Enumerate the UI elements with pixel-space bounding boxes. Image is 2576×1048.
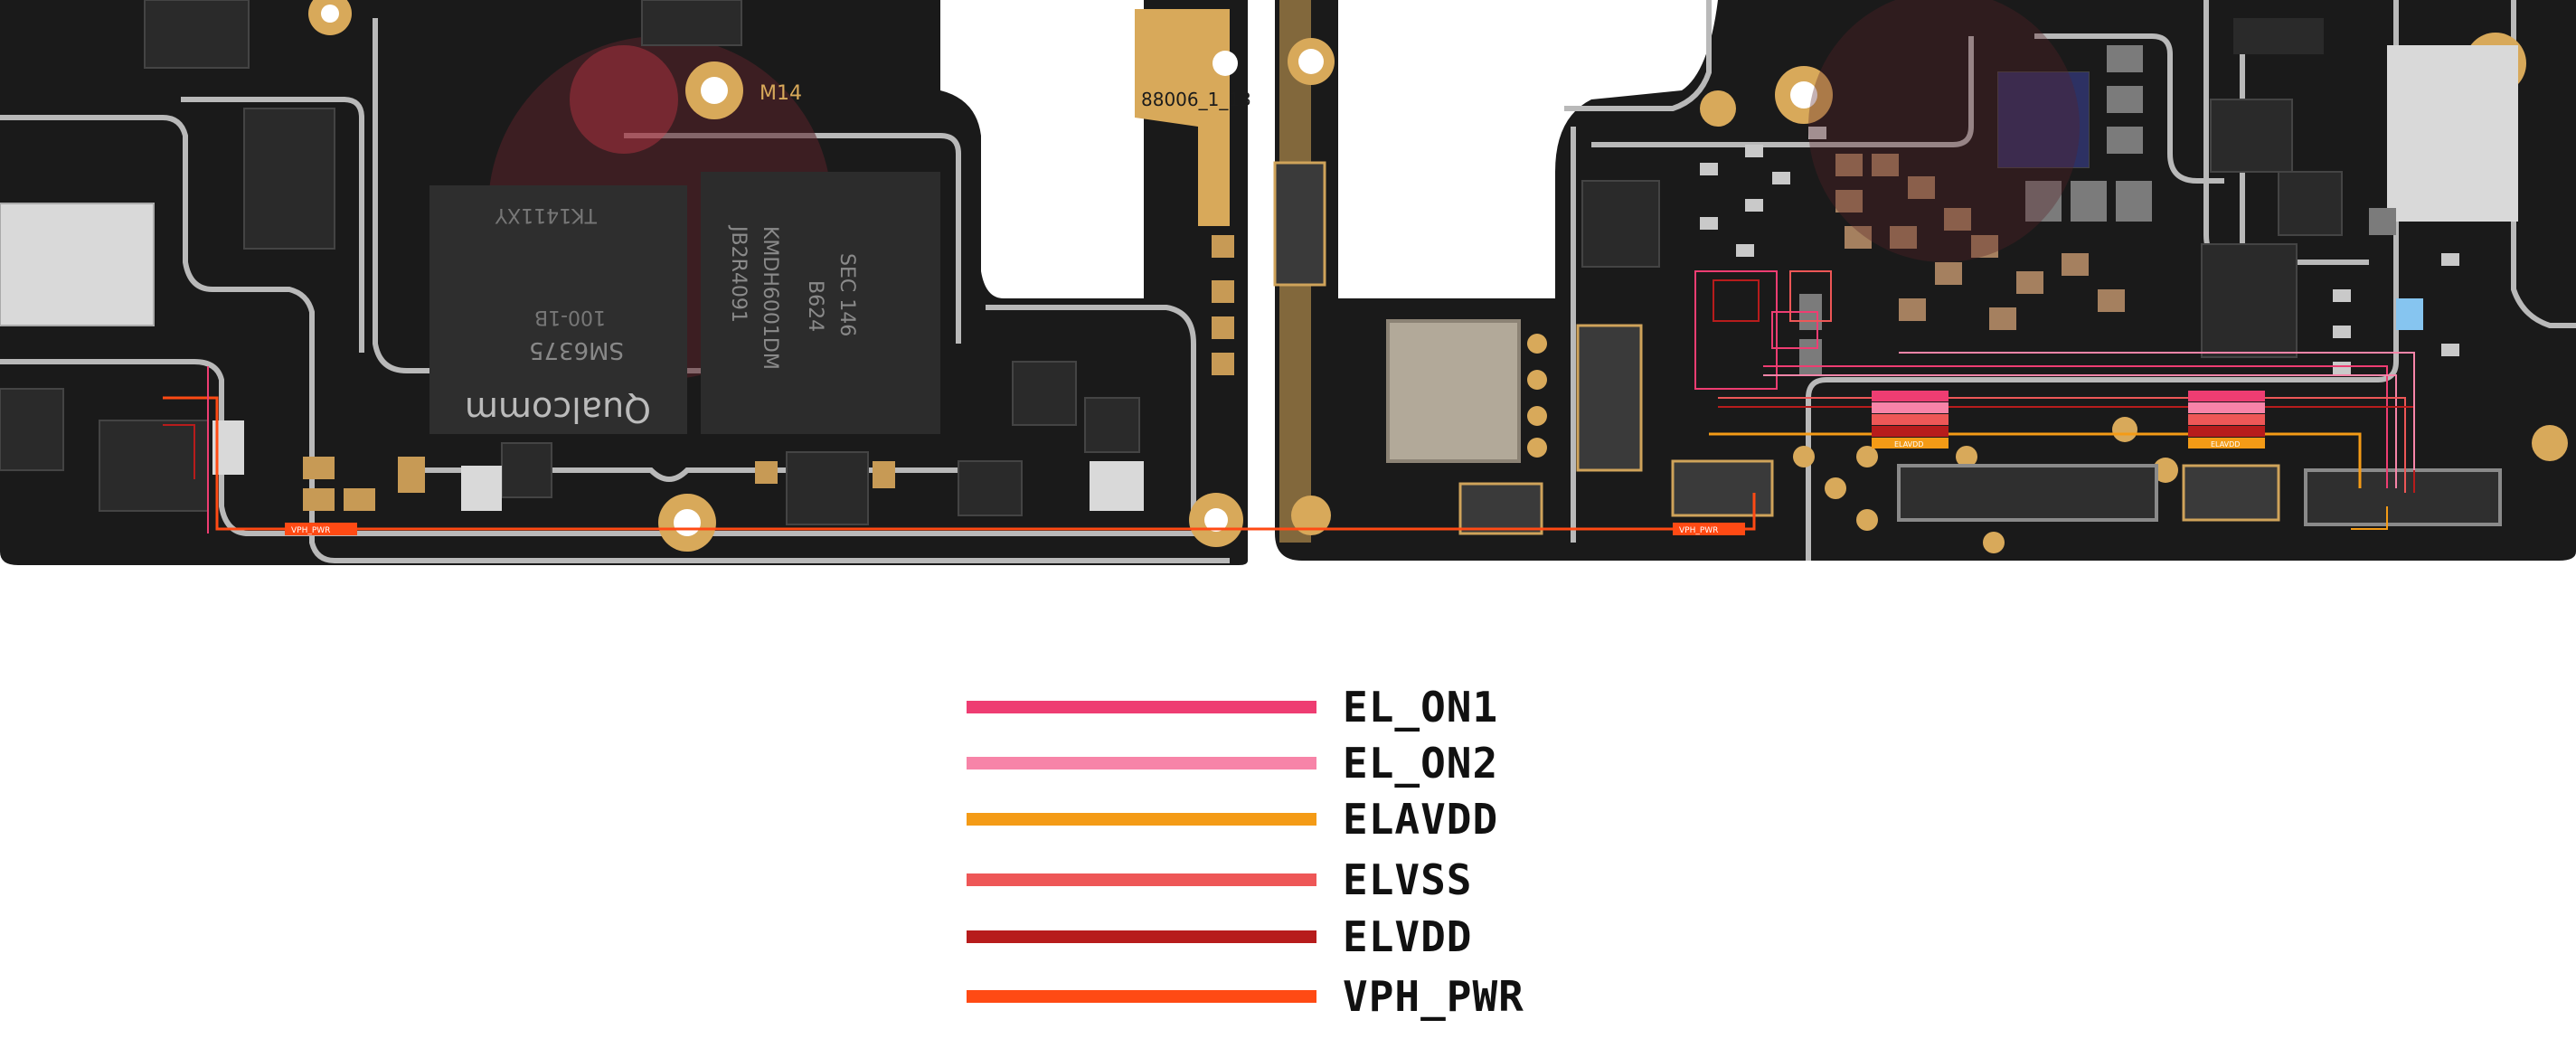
legend-swatch-elavdd [967,813,1316,826]
elavdd-label-2: ELAVDD [2211,440,2240,448]
legend-label-elvdd: ELVDD [1343,912,1473,961]
legend-item-elvss: ELVSS [967,857,1599,902]
vph-pwr-label-left: VPH_PWR [291,526,330,535]
left-board-half: 88006_1_13 M14 Qualcomm SM [0,0,1251,565]
legend-swatch-el-on1 [967,701,1316,713]
soc-brand-text: Qualcomm [465,390,651,430]
legend-label-el-on2: EL_ON2 [1343,739,1499,788]
memory-chip: SEC 146 B624 KMDH6001DM JB2R4091 [701,172,940,434]
legend-swatch-vph-pwr [967,990,1316,1003]
flex-code-label: 88006_1_13 [1141,89,1251,110]
soc-part-text: SM6375 [529,336,624,363]
mem-marking-3: KMDH6001DM [759,226,781,370]
legend-label-elavdd: ELAVDD [1343,795,1499,844]
legend-label-vph-pwr: VPH_PWR [1343,972,1524,1021]
m14-marking: M14 [760,82,802,105]
mem-marking-4: JB2R4091 [727,224,750,323]
legend-swatch-elvss [967,873,1316,886]
soc-marking-2: 100-1B [534,306,606,328]
soc-chip: Qualcomm SM6375 TK1411XY 100-1B [429,185,687,434]
legend-item-el-on1: EL_ON1 [967,685,1599,730]
mem-marking-2: B624 [804,280,826,332]
soc-marking-1: TK1411XY [495,203,598,226]
legend-label-elvss: ELVSS [1343,855,1473,904]
elavdd-label-1: ELAVDD [1894,440,1923,448]
legend-item-elvdd: ELVDD [967,914,1599,959]
right-board-half [1273,0,2576,561]
legend-item-el-on2: EL_ON2 [967,741,1599,786]
vph-pwr-label-right: VPH_PWR [1679,526,1718,535]
legend-swatch-el-on2 [967,757,1316,769]
mem-marking-1: SEC 146 [835,253,858,336]
pcb-board-photo: 88006_1_13 M14 Qualcomm SM [0,0,2576,565]
highlighted-traces: VPH_PWR VPH_PWR ELAVDD ELAVDD [163,270,2415,535]
legend-item-vph-pwr: VPH_PWR [967,974,1599,1019]
legend-item-elavdd: ELAVDD [967,797,1599,842]
legend-label-el-on1: EL_ON1 [1343,683,1499,732]
legend-swatch-elvdd [967,930,1316,943]
